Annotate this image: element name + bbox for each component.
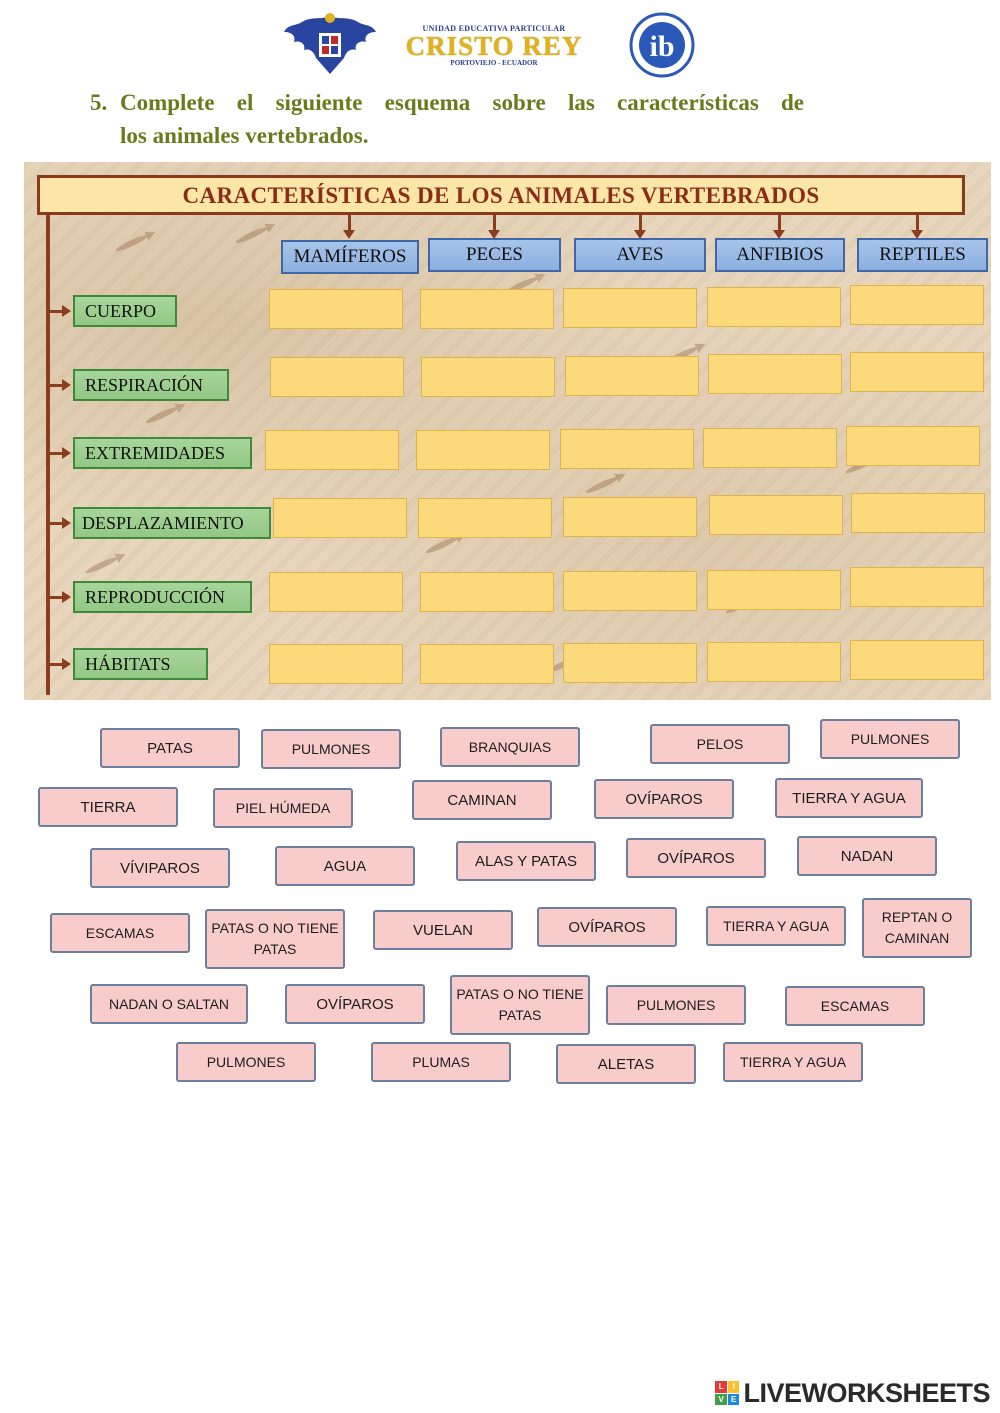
word-tile[interactable]: PULMONES	[261, 729, 401, 769]
school-subtitle: UNIDAD EDUCATIVA PARTICULAR	[422, 24, 566, 33]
word-tile[interactable]: PULMONES	[820, 719, 960, 759]
ib-logo-icon: ib	[629, 12, 695, 78]
answer-cell-reproduccion-peces[interactable]	[420, 572, 554, 612]
group-header-peces: PECES	[428, 238, 561, 272]
word-tile[interactable]: ESCAMAS	[50, 913, 190, 953]
answer-cell-extremidades-peces[interactable]	[416, 430, 550, 470]
word-tile[interactable]: PULMONES	[176, 1042, 316, 1082]
row-label-habitats: HÁBITATS	[73, 648, 208, 680]
arrow-down-icon	[911, 230, 923, 239]
answer-cell-cuerpo-peces[interactable]	[420, 289, 554, 329]
word-tile[interactable]: NADAN	[797, 836, 937, 876]
answer-cell-habitats-aves[interactable]	[563, 643, 697, 683]
answer-cell-desplazamiento-peces[interactable]	[418, 498, 552, 538]
answer-cell-respiracion-peces[interactable]	[421, 357, 555, 397]
instruction-line-2: los animales vertebrados.	[120, 123, 369, 148]
row-label-desplazamiento: DESPLAZAMIENTO	[73, 507, 271, 539]
word-tile[interactable]: OVÍPAROS	[594, 779, 734, 819]
word-tile[interactable]: VÍVIPAROS	[90, 848, 230, 888]
arrow-right-icon	[62, 379, 71, 391]
word-tile[interactable]: OVÍPAROS	[285, 984, 425, 1024]
answer-cell-desplazamiento-anfibios[interactable]	[709, 495, 843, 535]
arrow-right-icon	[62, 658, 71, 670]
answer-cell-reproduccion-mamiferos[interactable]	[269, 572, 403, 612]
answer-cell-reproduccion-anfibios[interactable]	[707, 570, 841, 610]
arrow-down-icon	[343, 230, 355, 239]
word-tile[interactable]: ALAS Y PATAS	[456, 841, 596, 881]
ib-letters: ib	[649, 30, 674, 63]
arrow-down-icon	[634, 230, 646, 239]
word-tile[interactable]: CAMINAN	[412, 780, 552, 820]
row-label-cuerpo: CUERPO	[73, 295, 177, 327]
arrow-right-icon	[62, 305, 71, 317]
arrow-down-icon	[488, 230, 500, 239]
word-tile[interactable]: TIERRA	[38, 787, 178, 827]
answer-cell-habitats-mamiferos[interactable]	[269, 644, 403, 684]
answer-cell-extremidades-mamiferos[interactable]	[265, 430, 399, 470]
row-label-extremidades: EXTREMIDADES	[73, 437, 252, 469]
answer-cell-cuerpo-anfibios[interactable]	[707, 287, 841, 327]
answer-cell-respiracion-reptiles[interactable]	[850, 352, 984, 392]
answer-cell-desplazamiento-aves[interactable]	[563, 497, 697, 537]
answer-cell-habitats-peces[interactable]	[420, 644, 554, 684]
group-header-anfibios: ANFIBIOS	[715, 238, 845, 272]
word-tile[interactable]: PIEL HÚMEDA	[213, 788, 353, 828]
answer-cell-extremidades-aves[interactable]	[560, 429, 694, 469]
word-tile[interactable]: PLUMAS	[371, 1042, 511, 1082]
word-tile[interactable]: OVÍPAROS	[537, 907, 677, 947]
eagle-crest-icon	[284, 13, 376, 74]
word-tile[interactable]: ALETAS	[556, 1044, 696, 1084]
word-tile[interactable]: OVÍPAROS	[626, 838, 766, 878]
instruction: 5. Complete el siguiente esquema sobre la…	[90, 86, 810, 152]
word-tile[interactable]: PELOS	[650, 724, 790, 764]
question-number: 5.	[90, 90, 108, 115]
answer-cell-extremidades-anfibios[interactable]	[703, 428, 837, 468]
arrow-right-icon	[62, 447, 71, 459]
word-tile[interactable]: PULMONES	[606, 985, 746, 1025]
word-tile[interactable]: AGUA	[275, 846, 415, 886]
liveworksheets-brand: L I V E LIVEWORKSHEETS	[715, 1377, 990, 1408]
diagram-title: CARACTERÍSTICAS DE LOS ANIMALES VERTEBRA…	[37, 175, 965, 215]
instruction-line-1: Complete el siguiente esquema sobre las …	[120, 90, 804, 115]
word-tile[interactable]: TIERRA Y AGUA	[723, 1042, 863, 1082]
group-header-aves: AVES	[574, 238, 706, 272]
answer-cell-habitats-reptiles[interactable]	[850, 640, 984, 680]
answer-cell-extremidades-reptiles[interactable]	[846, 426, 980, 466]
word-tile[interactable]: REPTAN O CAMINAN	[862, 898, 972, 958]
arrow-right-icon	[62, 517, 71, 529]
answer-cell-habitats-anfibios[interactable]	[707, 642, 841, 682]
word-tile[interactable]: VUELAN	[373, 910, 513, 950]
row-label-reproduccion: REPRODUCCIÓN	[73, 581, 252, 613]
word-tile[interactable]: PATAS O NO TIENE PATAS	[205, 909, 345, 969]
row-label-respiracion: RESPIRACIÓN	[73, 369, 229, 401]
group-header-reptiles: REPTILES	[857, 238, 988, 272]
answer-cell-respiracion-anfibios[interactable]	[708, 354, 842, 394]
answer-cell-respiracion-aves[interactable]	[565, 356, 699, 396]
word-tile[interactable]: BRANQUIAS	[440, 727, 580, 767]
school-name: CRISTO REY	[405, 31, 583, 61]
word-tile[interactable]: PATAS	[100, 728, 240, 768]
answer-cell-cuerpo-mamiferos[interactable]	[269, 289, 403, 329]
answer-cell-desplazamiento-mamiferos[interactable]	[273, 498, 407, 538]
word-tile[interactable]: NADAN O SALTAN	[90, 984, 248, 1024]
answer-cell-respiracion-mamiferos[interactable]	[270, 357, 404, 397]
liveworksheets-logo-icon: L I V E	[715, 1381, 740, 1405]
arrow-right-icon	[62, 591, 71, 603]
school-location: PORTOVIEJO - ECUADOR	[450, 59, 538, 67]
group-header-mamiferos: MAMÍFEROS	[281, 240, 419, 274]
answer-cell-cuerpo-aves[interactable]	[563, 288, 697, 328]
word-tile[interactable]: TIERRA Y AGUA	[775, 778, 923, 818]
word-tile[interactable]: ESCAMAS	[785, 986, 925, 1026]
answer-cell-reproduccion-aves[interactable]	[563, 571, 697, 611]
word-tile[interactable]: PATAS O NO TIENE PATAS	[450, 975, 590, 1035]
arrow-down-icon	[773, 230, 785, 239]
answer-cell-cuerpo-reptiles[interactable]	[850, 285, 984, 325]
brand-name: LIVEWORKSHEETS	[743, 1377, 990, 1408]
answer-cell-reproduccion-reptiles[interactable]	[850, 567, 984, 607]
school-header: UNIDAD EDUCATIVA PARTICULAR CRISTO REY P…	[280, 10, 720, 80]
word-tile[interactable]: TIERRA Y AGUA	[706, 906, 846, 946]
answer-cell-desplazamiento-reptiles[interactable]	[851, 493, 985, 533]
row-connector-line	[46, 215, 50, 695]
